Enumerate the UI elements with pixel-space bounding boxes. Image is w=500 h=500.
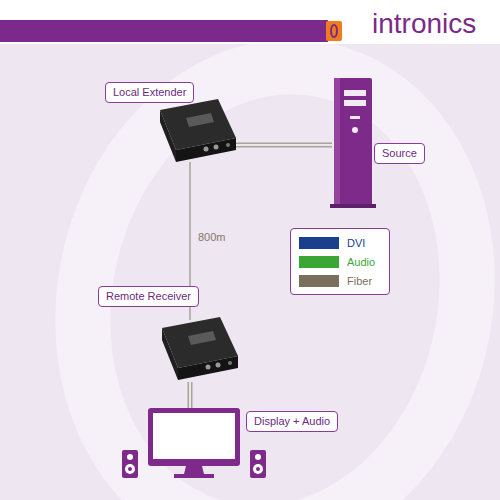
label-text: Local Extender: [113, 86, 186, 99]
device-label: Display + Audio: [246, 411, 338, 432]
tower-body: [334, 78, 372, 206]
legend-swatch: [299, 256, 339, 268]
legend-swatch: [299, 275, 339, 287]
legend-box: DVI AudioFiber: [290, 228, 390, 295]
legend-text: Fiber: [347, 275, 372, 287]
device-node: Display + Audio: [148, 408, 240, 468]
drive-bay: [344, 90, 366, 96]
extender-device: [160, 99, 236, 162]
logo-mark: [326, 21, 342, 41]
device-label: Remote Receiver: [98, 286, 199, 307]
power-button: [352, 127, 358, 133]
device-port: [206, 365, 211, 370]
legend-text: Audio: [347, 256, 375, 268]
label-text: Source: [382, 147, 417, 160]
monitor-frame: [148, 408, 240, 466]
speaker-right: [250, 450, 266, 478]
device-port: [216, 363, 221, 368]
device-label: Source: [374, 143, 425, 164]
logo-text: intronics: [372, 8, 476, 40]
tower-side: [334, 78, 340, 206]
display-monitor: [148, 408, 240, 478]
drive-bay: [344, 100, 366, 106]
drive-slot: [350, 116, 360, 119]
legend-row: DVI: [291, 233, 381, 252]
speaker-woofer: [125, 464, 135, 474]
device-port: [228, 361, 232, 365]
distance-label: 800m: [196, 231, 228, 243]
header-ground: [0, 0, 500, 44]
device-front: [178, 356, 238, 380]
device-port: [226, 143, 230, 147]
legend-text: DVI: [347, 237, 365, 249]
device-port: [204, 147, 209, 152]
watermark-ring: [40, 31, 500, 500]
cable-gap: [236, 144, 332, 146]
monitor-stand: [184, 466, 204, 474]
legend-row: Audio: [291, 252, 381, 271]
device-node: Source: [332, 75, 376, 210]
device-label: Local Extender: [105, 82, 194, 103]
device-node: Local Extender: [148, 98, 236, 162]
label-text: Remote Receiver: [106, 290, 191, 303]
cable-line: [188, 382, 193, 408]
speaker-cone: [128, 467, 132, 471]
speaker-body: [250, 450, 266, 478]
device-sticker: [188, 331, 216, 345]
monitor-base: [174, 474, 214, 478]
speaker-tweeter: [255, 454, 261, 460]
tower-base: [330, 204, 376, 208]
device-node: Remote Receiver: [150, 320, 238, 382]
label-text: Display + Audio: [254, 415, 330, 428]
receiver-device: [162, 317, 238, 380]
source-tower: [330, 78, 376, 208]
legend-swatch: [299, 237, 339, 249]
cable-connector: [190, 382, 191, 408]
header-band: [0, 20, 328, 42]
device-port: [214, 145, 219, 150]
cable-connector: [236, 145, 332, 146]
speaker-left: [122, 450, 138, 478]
speaker-cone: [256, 467, 260, 471]
device-side: [160, 110, 176, 162]
device-sticker: [186, 113, 214, 127]
device-side: [162, 328, 178, 380]
logo-mark-ring: [331, 25, 337, 37]
cable-gap: [189, 382, 191, 408]
speaker-body: [122, 450, 138, 478]
cable-line: [236, 143, 332, 148]
device-front: [176, 138, 236, 162]
monitor-screen: [153, 413, 235, 459]
legend-row: Fiber: [291, 271, 381, 290]
speaker-woofer: [253, 464, 263, 474]
speaker-tweeter: [127, 454, 133, 460]
